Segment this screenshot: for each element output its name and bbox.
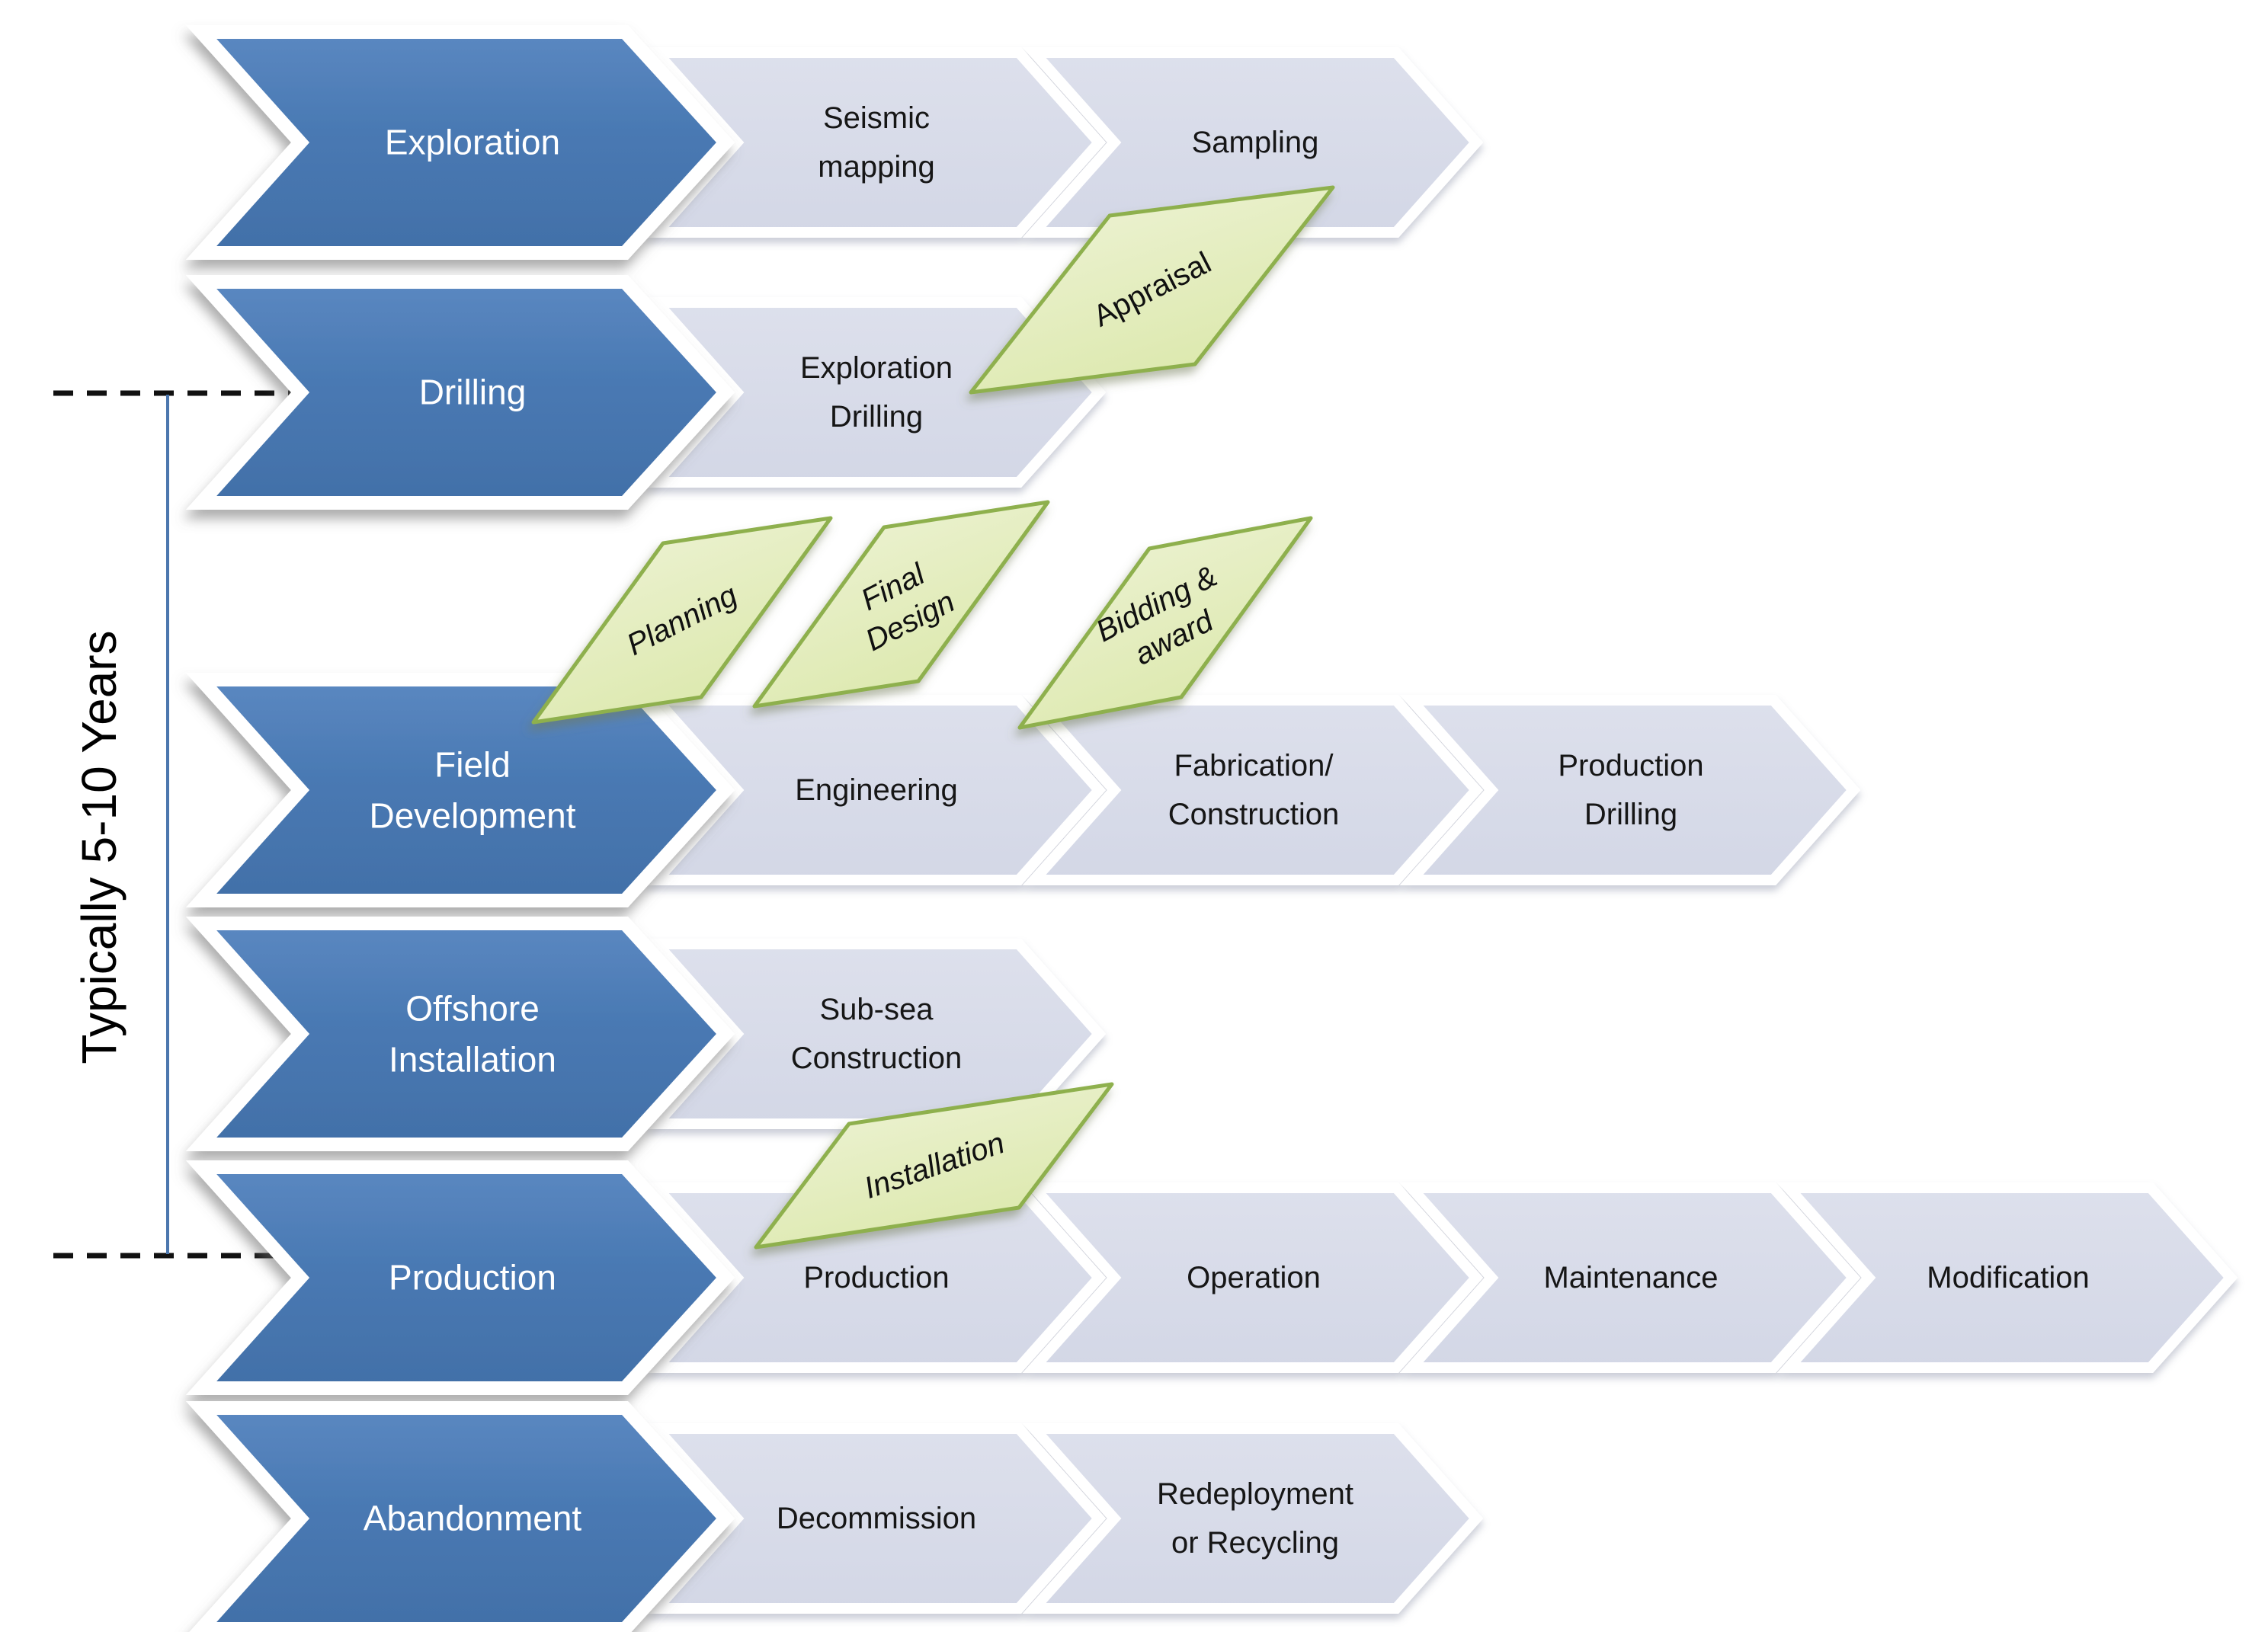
step-chevron-decommission — [645, 1423, 1107, 1614]
phase-arrow-offshore-installation — [185, 917, 735, 1151]
step-chevron-seismic-mapping — [645, 47, 1107, 238]
step-chevron-operation — [1022, 1182, 1484, 1373]
step-chevron-fabrication-construction — [1022, 695, 1484, 885]
milestone-installation — [754, 1082, 1114, 1250]
step-chevron-exploration-drilling — [645, 297, 1107, 488]
milestone-appraisal — [969, 185, 1335, 395]
milestone-bidding-award — [1017, 516, 1313, 730]
step-chevron-engineering — [645, 695, 1107, 885]
phase-arrow-field-development — [185, 673, 735, 907]
milestone-final-design — [752, 500, 1050, 709]
step-chevron-maintenance — [1399, 1182, 1861, 1373]
step-chevron-production-drilling — [1399, 695, 1861, 885]
step-chevron-sampling — [1022, 47, 1484, 238]
phase-arrow-drilling — [185, 275, 735, 510]
step-chevron-redeployment-or-recycling — [1022, 1423, 1484, 1614]
phase-arrow-production — [185, 1160, 735, 1395]
milestone-planning — [531, 516, 833, 725]
phase-arrow-exploration — [185, 25, 735, 260]
step-chevron-modification — [1776, 1182, 2238, 1373]
timeline-label: Typically 5-10 Years — [72, 630, 127, 1064]
phase-arrow-abandonment — [185, 1401, 735, 1632]
